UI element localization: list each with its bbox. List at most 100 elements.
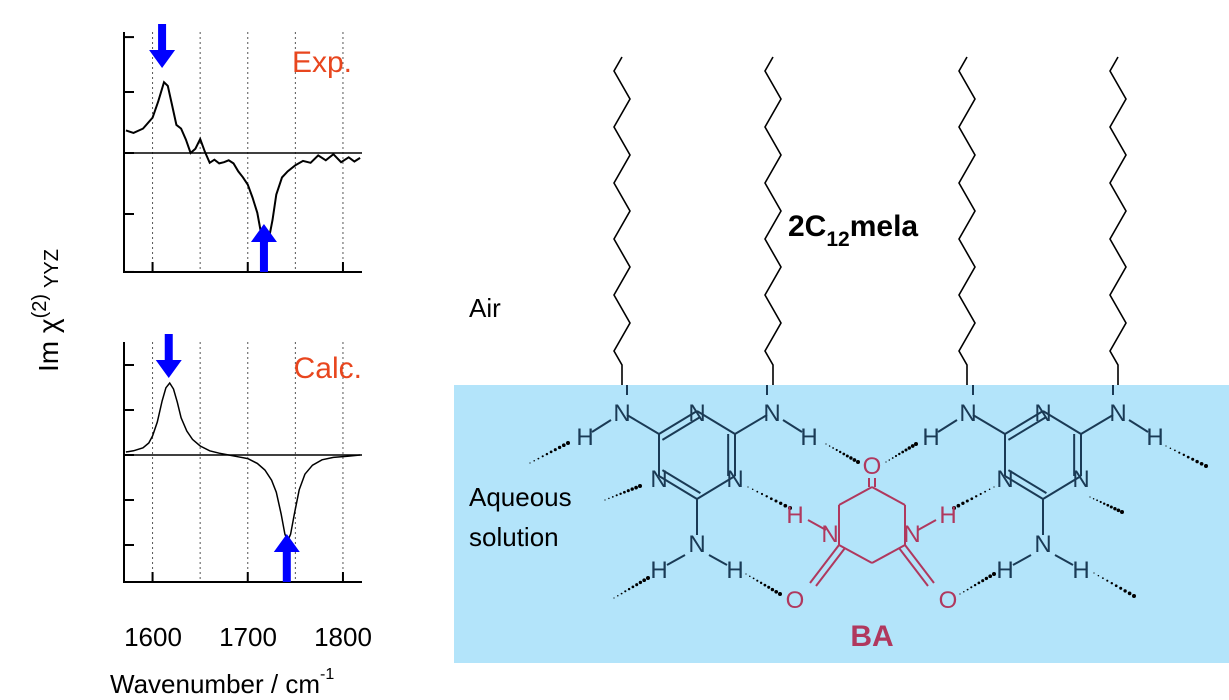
exp-x-ticks	[151, 262, 344, 272]
calc-x-ticks	[151, 572, 344, 582]
h-bond-dot	[770, 587, 775, 592]
nitrogen-atom: N	[726, 466, 743, 493]
molecule-label-2c12mela: 2C12mela	[788, 210, 918, 251]
h-bond-dot	[1173, 449, 1176, 452]
ba-label: BA	[850, 620, 893, 653]
double-bond	[661, 415, 701, 441]
n-h-bond	[807, 519, 827, 531]
oxygen-atom: O	[786, 587, 805, 614]
h-bond-dot	[745, 573, 747, 575]
h-bond-dot	[537, 457, 540, 460]
ring-bond	[1042, 475, 1082, 500]
h-bond-dot	[638, 580, 643, 585]
nitrogen-atom: N	[996, 466, 1013, 493]
n-h-bond	[1128, 419, 1149, 433]
h-bond-dot	[1097, 574, 1100, 577]
ring-bond	[696, 410, 736, 435]
c-o-bond	[898, 547, 929, 587]
h-bond-dot	[970, 497, 974, 501]
h-bond-dot	[533, 460, 535, 462]
x-tick-label: 1600	[124, 622, 182, 652]
h-bond-dot	[756, 490, 759, 493]
exp-spectrum-line	[125, 80, 361, 248]
ring-bond	[658, 410, 698, 435]
h-bond-dot	[626, 489, 630, 493]
alkyl-chain	[1109, 56, 1127, 385]
h-bond-dot	[904, 448, 908, 452]
calc-spectrum-line	[125, 381, 361, 543]
h-bond-dot	[1169, 447, 1172, 449]
oxygen-atom: O	[939, 587, 958, 614]
h-bond-dot	[894, 454, 898, 458]
h-bond-dot	[992, 572, 996, 576]
h-bond-dot	[973, 583, 977, 587]
h-bond-dot	[828, 445, 831, 447]
alkyl-chain	[613, 56, 631, 385]
h-bond-dot	[566, 441, 570, 445]
h-bond-dot	[885, 461, 887, 463]
h-bond-dot	[852, 458, 857, 462]
nitrogen-atom: N	[1109, 400, 1126, 427]
h-bond-dot	[613, 597, 615, 599]
h-bond-dot	[825, 443, 827, 445]
h-bond-dot	[907, 446, 911, 450]
h-bond-dot	[783, 503, 788, 508]
x-axis-title: Wavenumber / cm-1	[110, 666, 334, 699]
ring-bond	[838, 486, 873, 506]
c-n-bond	[734, 414, 768, 435]
h-bond-dot	[984, 490, 987, 493]
h-bond-dot	[901, 450, 905, 454]
hydrogen-bonds	[529, 441, 1208, 599]
ring-bond	[1042, 410, 1082, 435]
h-bond-dot	[779, 501, 783, 505]
h-bond-dot	[1110, 581, 1114, 585]
h-bond-dot	[888, 459, 891, 461]
h-bond-dot	[970, 586, 973, 589]
x-axis-title-text: Wavenumber / cm	[110, 669, 320, 699]
h-bond-dot	[561, 443, 566, 448]
h-bond-dot	[988, 488, 991, 491]
h-bond-dot	[1102, 502, 1106, 505]
up-arrow	[250, 224, 277, 272]
h-bond-dot	[765, 495, 768, 498]
h-bond-dot	[981, 579, 985, 583]
h-bond-dot	[759, 581, 763, 585]
exp-grid	[152, 32, 344, 272]
hydrogen-atom: H	[1072, 557, 1089, 584]
h-bond-dot	[1123, 589, 1127, 593]
calc-panel: Calc.	[123, 334, 362, 583]
c-n-bond	[1080, 414, 1114, 435]
ring-bond	[696, 475, 736, 500]
h-bond-dot	[898, 452, 901, 456]
x-tick-label: 1800	[314, 622, 372, 652]
calc-y-ticks	[123, 364, 134, 546]
h-bond-dot	[835, 448, 838, 452]
n-h-bond	[917, 519, 937, 531]
hydrogen-atom: H	[939, 502, 956, 529]
x-tick-label: 1700	[219, 622, 277, 652]
molecule-label-subscript: 12	[826, 228, 849, 251]
down-arrow	[149, 24, 176, 68]
h-bond-dot	[749, 575, 751, 577]
h-bond-dot	[1178, 451, 1181, 454]
h-bond-dot	[842, 452, 846, 456]
h-bond-dot	[1191, 457, 1195, 461]
h-bond-dot	[966, 588, 969, 591]
h-bond-dot	[642, 578, 647, 583]
h-bond-dot	[910, 444, 915, 448]
h-bond-dot	[630, 487, 634, 491]
h-bond-dot	[956, 503, 961, 508]
exp-y-ticks	[123, 36, 134, 273]
down-arrow	[155, 334, 182, 378]
up-arrow	[273, 534, 300, 582]
exp-panel: Exp.	[123, 24, 362, 273]
h-bond-dot	[1132, 594, 1136, 598]
h-bond-dot	[977, 581, 981, 585]
calc-arrows	[155, 334, 300, 582]
hydrogen-atom: H	[996, 557, 1013, 584]
ring-bond	[871, 486, 906, 506]
h-bond-dot	[914, 442, 918, 446]
h-bond-dot	[529, 462, 531, 464]
x-axis-title-exponent: -1	[320, 666, 334, 683]
